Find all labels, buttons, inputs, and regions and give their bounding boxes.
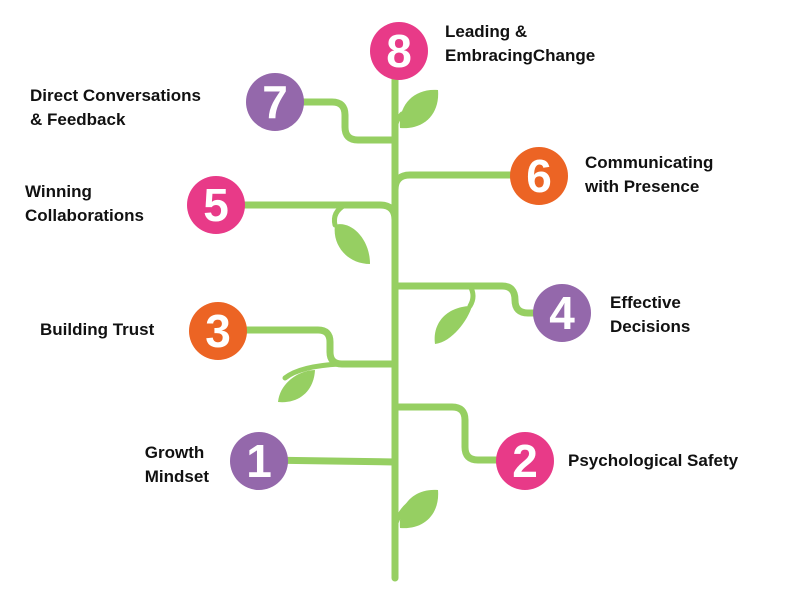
leaf-lower-left	[278, 370, 315, 403]
step-7-circle: 7	[246, 73, 304, 131]
step-4-label: Effective Decisions	[610, 293, 691, 336]
leaf-mid-right	[434, 306, 472, 344]
leaf-stalk-lower-left	[282, 361, 343, 381]
step-3-circle: 3	[189, 302, 247, 360]
step-6-label: Communicating with Presence	[585, 153, 714, 196]
step-5-circle: 5	[187, 176, 245, 234]
step-4-circle: 4	[533, 284, 591, 342]
step-5-label: Winning Collaborations	[25, 182, 145, 225]
branch-6	[391, 171, 542, 194]
step-1-label: Growth Mindset	[144, 443, 209, 486]
branch-7	[271, 98, 399, 144]
branch-5	[214, 201, 399, 224]
step-1-circle: 1	[230, 432, 288, 490]
leaf-stalk-mid-left	[332, 202, 348, 228]
step-6-circle: 6	[510, 147, 568, 205]
step-8-circle: 8	[370, 22, 428, 80]
step-8-label: Leading & EmbracingChange	[445, 22, 596, 65]
step-3-label: Building Trust	[40, 320, 155, 339]
leaf-stalk-mid-right	[467, 283, 476, 309]
leaf-top	[399, 89, 439, 129]
step-2-circle: 2	[496, 432, 554, 490]
step-7-label: Direct Conversations & Feedback	[30, 86, 201, 129]
step-2-label: Psychological Safety	[568, 451, 739, 470]
branch-2	[391, 403, 526, 464]
branch-4	[391, 282, 564, 317]
leaf-mid-left	[334, 224, 370, 264]
leaf-bottom	[399, 489, 439, 529]
